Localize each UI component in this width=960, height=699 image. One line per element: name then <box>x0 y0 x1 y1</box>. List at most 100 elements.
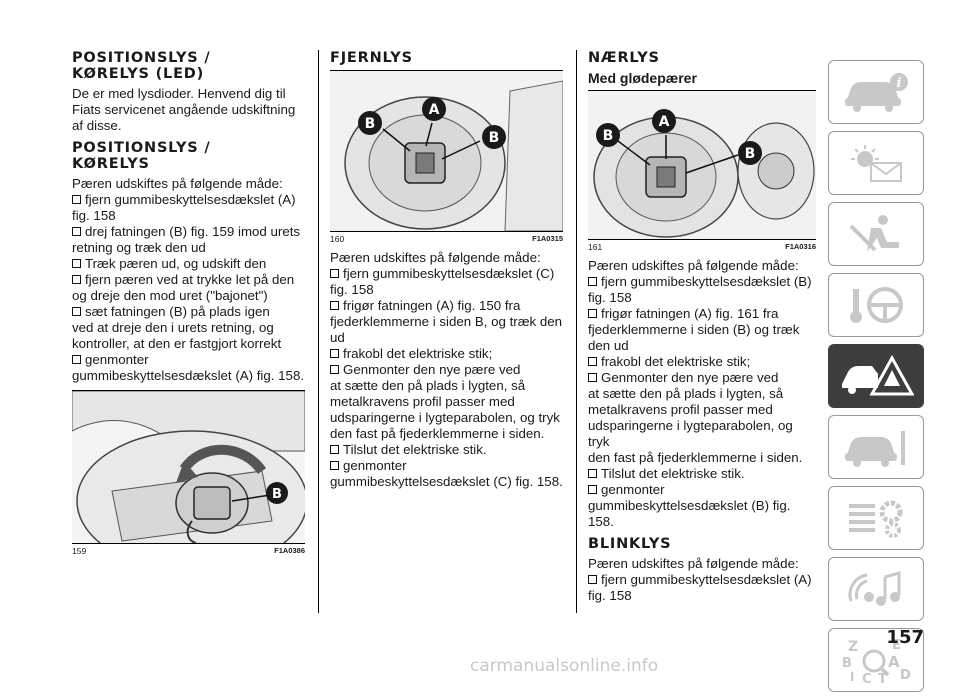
watermark: carmanualsonline.info <box>470 656 659 676</box>
procedure-steps: fjern gummibeskyttelsesdækslet (B)fig. 1… <box>588 274 816 530</box>
figure-160-illustration: B A B <box>330 71 563 231</box>
key-steering-wheel-icon <box>850 287 903 323</box>
figure-caption: 161 F1A0316 <box>588 239 816 252</box>
list-item: frakobl det elektriske stik; <box>588 354 816 370</box>
column-fjernlys: FJERNLYS B A B 160 F1A0315 Pæren udskift… <box>330 50 563 490</box>
list-item: fjern gummibeskyttelsesdækslet (C)fig. 1… <box>330 266 555 297</box>
checkbox-bullet-icon <box>72 275 81 284</box>
specifications-gear-icon <box>849 500 903 538</box>
list-item: Tilslut det elektriske stik. <box>330 442 563 458</box>
callout-label: A <box>659 114 670 130</box>
tab-technical-data[interactable] <box>828 486 924 550</box>
airbag-seat-icon <box>849 215 899 252</box>
callout-label: B <box>745 146 756 162</box>
checkbox-bullet-icon <box>72 259 81 268</box>
svg-text:Z: Z <box>848 639 858 655</box>
checkbox-bullet-icon <box>72 307 81 316</box>
figure-caption: 159 F1A0386 <box>72 543 305 556</box>
callout-label: B <box>489 130 500 146</box>
checkbox-bullet-icon <box>588 575 597 584</box>
figure-code: F1A0316 <box>785 242 816 251</box>
section-heading-positionslys-led: POSITIONSLYS / KØRELYS (LED) <box>72 50 211 82</box>
procedure-steps: fjern gummibeskyttelsesdækslet (C)fig. 1… <box>330 266 563 490</box>
car-service-icon <box>845 431 905 467</box>
svg-text:I: I <box>850 670 854 684</box>
figure-code: F1A0315 <box>532 234 563 243</box>
column-divider <box>318 50 319 613</box>
tab-starting-driving[interactable] <box>828 273 924 337</box>
checkbox-bullet-icon <box>330 365 339 374</box>
warning-lights-message-icon <box>851 145 902 182</box>
svg-text:A: A <box>888 653 900 671</box>
breakdown-warning-triangle-icon <box>842 354 914 396</box>
svg-text:i: i <box>897 76 902 91</box>
tab-car-info[interactable]: i <box>828 60 924 124</box>
tab-warning-lights[interactable] <box>828 131 924 195</box>
checkbox-bullet-icon <box>588 485 597 494</box>
checkbox-bullet-icon <box>330 301 339 310</box>
figure-caption: 160 F1A0315 <box>330 231 563 244</box>
checkbox-bullet-icon <box>588 309 597 318</box>
list-item: Tilslut det elektriske stik. <box>588 466 816 482</box>
tab-multimedia[interactable] <box>828 557 924 621</box>
list-item: fjern gummibeskyttelsesdækslet (A)fig. 1… <box>72 192 296 223</box>
figure-160: B A B 160 F1A0315 <box>330 70 563 244</box>
list-item: frakobl det elektriske stik; <box>330 346 563 362</box>
tab-maintenance[interactable] <box>828 415 924 479</box>
column-naerlys: NÆRLYS Med glødepærer B A B 161 F1A0316 … <box>588 50 816 604</box>
svg-text:D: D <box>900 668 911 683</box>
procedure-steps: fjern gummibeskyttelsesdækslet (A)fig. 1… <box>72 192 305 384</box>
column-divider <box>576 50 577 613</box>
figure-code: F1A0386 <box>274 546 305 555</box>
checkbox-bullet-icon <box>330 445 339 454</box>
figure-159: B 159 F1A0386 <box>72 390 305 556</box>
section-heading-fjernlys: FJERNLYS <box>330 50 413 66</box>
procedure-steps: fjern gummibeskyttelsesdækslet (A)fig. 1… <box>588 572 816 604</box>
list-item: fjern gummibeskyttelsesdækslet (A)fig. 1… <box>588 572 812 603</box>
figure-159-illustration: B <box>72 391 305 543</box>
section-subheading: Med glødepærer <box>588 70 697 86</box>
callout-label: B <box>365 116 376 132</box>
svg-text:B: B <box>842 656 852 671</box>
chapter-tabs: i <box>828 60 928 699</box>
figure-161: B A B 161 F1A0316 <box>588 90 816 252</box>
checkbox-bullet-icon <box>330 269 339 278</box>
checkbox-bullet-icon <box>330 349 339 358</box>
column-positionslys: POSITIONSLYS / KØRELYS (LED) De er med l… <box>72 50 305 562</box>
section-heading-naerlys: NÆRLYS <box>588 50 660 66</box>
callout-label: B <box>272 487 282 502</box>
checkbox-bullet-icon <box>588 373 597 382</box>
alphabetical-index-icon: Z E B A I C T D <box>842 638 911 685</box>
car-info-icon: i <box>845 73 908 112</box>
checkbox-bullet-icon <box>72 355 81 364</box>
figure-number: 160 <box>330 234 345 244</box>
checkbox-bullet-icon <box>588 357 597 366</box>
procedure-lead: Pæren udskiftes på følgende måde: <box>330 250 541 265</box>
tab-safety[interactable] <box>828 202 924 266</box>
section-heading-positionslys: POSITIONSLYS / KØRELYS <box>72 140 211 172</box>
checkbox-bullet-icon <box>72 227 81 236</box>
svg-text:T: T <box>878 672 887 685</box>
list-item: fjern gummibeskyttelsesdækslet (B)fig. 1… <box>588 274 812 305</box>
callout-label: B <box>603 128 614 144</box>
tab-index[interactable]: Z E B A I C T D <box>828 628 924 692</box>
checkbox-bullet-icon <box>330 461 339 470</box>
intro-text: De er med lysdioder. Henvend dig til Fia… <box>72 86 296 133</box>
figure-number: 159 <box>72 546 87 556</box>
multimedia-icon <box>848 571 901 606</box>
tab-emergency[interactable] <box>828 344 924 408</box>
figure-number: 161 <box>588 242 603 252</box>
svg-text:E: E <box>892 638 901 653</box>
svg-text:C: C <box>862 672 872 685</box>
procedure-lead: Pæren udskiftes på følgende måde: <box>588 258 799 273</box>
